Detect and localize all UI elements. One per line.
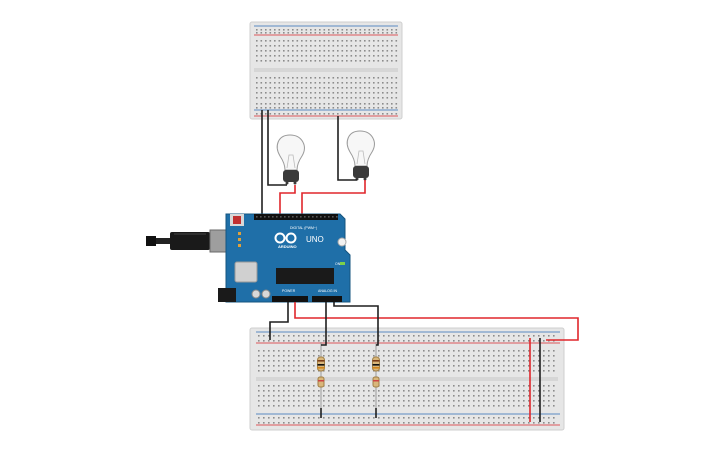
wire-gnd-rail[interactable] — [269, 302, 289, 340]
light-bulb-1[interactable] — [276, 134, 305, 185]
resistor-2[interactable] — [372, 342, 380, 408]
crystal — [234, 261, 258, 283]
arduino-uno-board[interactable]: DIGITAL (PWM~) ARDUINO UNO ON POWER ANAL… — [218, 213, 351, 303]
wire-bulb1-signal[interactable] — [279, 185, 296, 215]
bottom-wires[interactable] — [269, 302, 579, 422]
on-label: ON — [335, 262, 341, 266]
wire-bulb2-signal[interactable] — [301, 180, 366, 215]
capacitor-1 — [251, 289, 261, 299]
digital-pins — [256, 216, 338, 218]
digital-label: DIGITAL (PWM~) — [290, 226, 317, 230]
usb-cable[interactable] — [146, 229, 235, 253]
capacitor-2 — [261, 289, 271, 299]
light-bulb-2[interactable] — [346, 130, 375, 181]
bottom-breadboard[interactable] — [249, 327, 565, 431]
wire-bulb2-return[interactable] — [337, 116, 357, 181]
resistor-1[interactable] — [317, 342, 325, 408]
atmega-chip — [276, 268, 334, 284]
power-led — [340, 262, 345, 265]
analog-header[interactable] — [312, 296, 342, 302]
model-label: UNO — [306, 235, 324, 244]
power-jack[interactable] — [218, 288, 236, 302]
bottom-breadboard-holes — [258, 335, 555, 424]
wire-a0[interactable] — [321, 302, 327, 346]
analog-label: ANALOG IN — [318, 289, 338, 293]
brand-label: ARDUINO — [278, 244, 297, 249]
power-header[interactable] — [272, 296, 308, 302]
wire-5v-rail[interactable] — [294, 302, 579, 341]
arduino-logo-icon — [274, 232, 297, 244]
wire-bulb1-return[interactable] — [267, 110, 287, 186]
reset-button[interactable] — [233, 216, 241, 224]
top-breadboard[interactable] — [249, 21, 403, 120]
mounting-hole — [337, 237, 347, 247]
wire-a1[interactable] — [333, 302, 379, 346]
top-breadboard-holes — [256, 29, 398, 115]
power-label: POWER — [282, 289, 296, 293]
top-wires[interactable] — [261, 110, 366, 215]
